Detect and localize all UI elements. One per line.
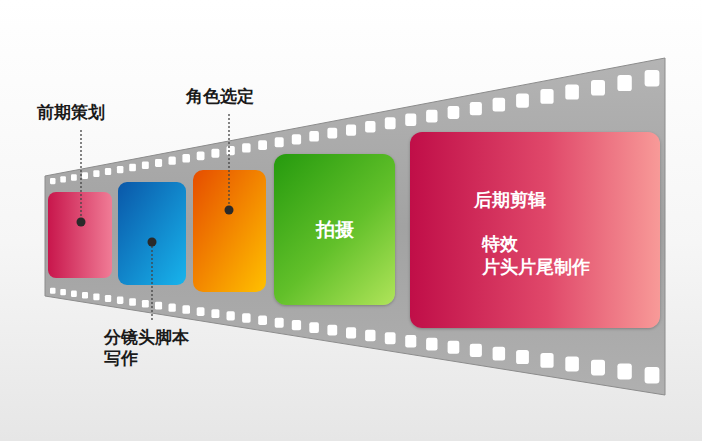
perforation-hole (197, 152, 205, 161)
perforation-hole (346, 124, 356, 135)
perforation-hole (448, 106, 460, 119)
perforation-hole (242, 143, 251, 152)
perforation-hole (327, 325, 337, 336)
perforation-hole (117, 166, 124, 173)
perforation-hole (385, 332, 396, 344)
perforation-hole (365, 330, 375, 342)
perforation-hole (591, 80, 605, 96)
perforation-hole (258, 315, 267, 325)
frame-title: 拍摄 (316, 217, 354, 243)
perforation-hole (129, 164, 136, 172)
perforation-hole (275, 137, 284, 147)
perforation-hole (309, 322, 319, 333)
frame-red: 后期剪辑特效 片头片尾制作 (410, 132, 660, 328)
perforation-hole (275, 318, 284, 328)
perforation-hole (346, 327, 356, 338)
perforation-hole (71, 291, 77, 298)
frame-body: 特效 片头片尾制作 (482, 232, 594, 279)
perforation-hole (258, 140, 267, 150)
frame-green: 拍摄 (274, 154, 395, 305)
frame-title: 后期剪辑 (474, 188, 546, 212)
frame-pink (48, 192, 112, 278)
perforation-hole (540, 89, 553, 104)
perforation-hole (129, 298, 136, 306)
perforation-hole (93, 293, 99, 300)
perforation-hole (617, 363, 631, 379)
perforation-hole (565, 356, 579, 371)
callout-dot (225, 206, 234, 215)
perforation-hole (105, 168, 111, 175)
leader-line (80, 130, 81, 218)
perforation-hole (60, 176, 66, 182)
perforation-hole (292, 320, 301, 330)
perforation-hole (155, 302, 162, 310)
perforation-hole (385, 117, 396, 129)
callout-dot (77, 218, 86, 227)
perforation-hole (182, 305, 190, 313)
perforation-hole (493, 347, 506, 361)
perforation-hole (211, 149, 219, 158)
perforation-hole (516, 350, 529, 364)
perforation-hole (182, 154, 190, 162)
perforation-hole (50, 288, 56, 294)
callout-label: 前期策划 (37, 102, 105, 123)
perforation-hole (365, 121, 375, 133)
perforation-hole (540, 353, 553, 368)
perforation-hole (565, 85, 579, 100)
perforation-hole (617, 75, 631, 91)
perforations (50, 70, 659, 383)
perforation-hole (426, 338, 437, 351)
perforation-hole (493, 98, 506, 112)
perforation-hole (60, 289, 66, 295)
film-body (45, 58, 665, 395)
leader-line (228, 114, 229, 206)
perforation-hole (470, 344, 482, 357)
perforation-hole (292, 134, 301, 144)
perforation-hole (142, 300, 149, 308)
text-holder: 特效 片头片尾制作 (482, 232, 594, 279)
callout-label: 角色选定 (186, 86, 254, 107)
frame-orange (193, 170, 266, 292)
perforation-hole (93, 170, 99, 177)
perforation-hole (82, 172, 88, 179)
perforation-hole (117, 297, 124, 304)
perforation-hole (591, 360, 605, 376)
perforation-hole (405, 114, 416, 126)
perforation-hole (405, 335, 416, 347)
perforation-hole (71, 174, 77, 181)
perforation-hole (142, 161, 149, 169)
perforation-hole (242, 313, 251, 322)
perforation-hole (155, 159, 162, 167)
text-holder: 后期剪辑 (474, 188, 546, 212)
text-holder: 拍摄 (274, 154, 395, 305)
perforation-hole (105, 295, 111, 302)
perforation-hole (516, 94, 529, 108)
frame-blue (118, 182, 186, 285)
perforation-hole (211, 309, 219, 318)
perforation-hole (82, 292, 88, 299)
perforation-hole (448, 341, 460, 354)
callout-label: 分镜头脚本 写作 (104, 327, 199, 370)
perforation-hole (169, 304, 176, 312)
perforation-hole (327, 128, 337, 139)
perforation-hole (426, 110, 437, 123)
perforation-hole (227, 311, 235, 320)
perforation-hole (197, 307, 205, 316)
perforation-hole (645, 70, 660, 87)
perforation-hole (309, 131, 319, 142)
leader-line (151, 246, 152, 322)
perforation-hole (169, 157, 176, 165)
perforation-hole (470, 102, 482, 115)
perforation-hole (645, 367, 660, 384)
perforation-hole (50, 178, 56, 184)
callout-dot (148, 238, 157, 247)
perforation-hole (227, 146, 235, 155)
